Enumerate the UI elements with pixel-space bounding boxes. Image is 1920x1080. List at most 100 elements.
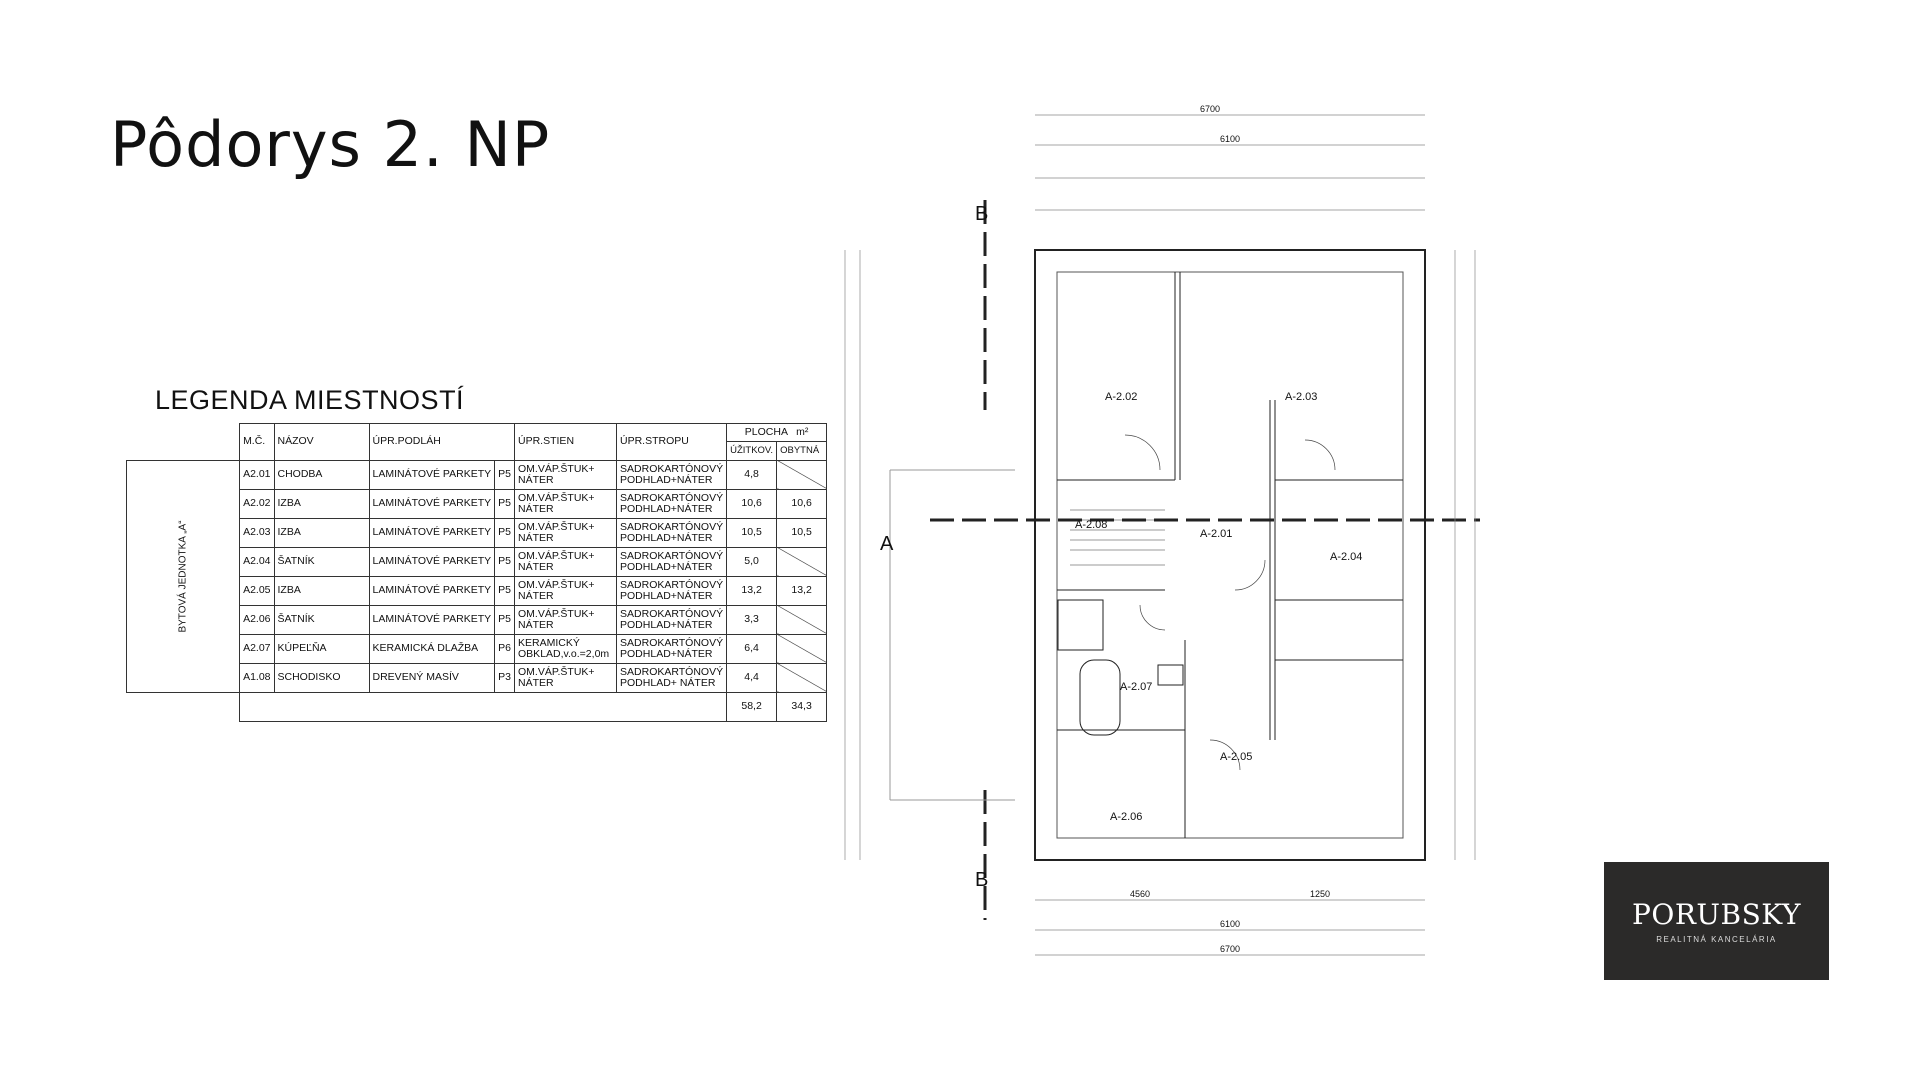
ceiling-finish: SADROKARTÓNOVÝ PODHLAD+NÁTER <box>616 546 728 577</box>
room-number: A2.06 <box>239 604 275 635</box>
floor-finish: LAMINÁTOVÉ PARKETY <box>368 517 496 548</box>
header-mc: M.Č. <box>239 423 275 461</box>
plocha-label: PLOCHA <box>744 426 788 438</box>
plocha-unit: m² <box>796 426 809 438</box>
floor-code: P5 <box>494 459 516 490</box>
floor-finish: LAMINÁTOVÉ PARKETY <box>368 604 496 635</box>
total-obytna: 34,3 <box>776 691 828 722</box>
wall-finish: KERAMICKÝ OBKLAD,v.o.=2,0m <box>514 633 618 664</box>
ceiling-finish: SADROKARTÓNOVÝ PODHLAD+NÁTER <box>616 488 728 519</box>
living-area <box>776 459 828 490</box>
outer-walls-inner <box>1056 271 1404 839</box>
section-mark-b-bottom: B <box>975 869 988 891</box>
floor-code: P3 <box>494 662 516 693</box>
floor-finish: LAMINÁTOVÉ PARKETY <box>368 575 496 606</box>
wall-finish: OM.VÁP.ŠTUK+ NÁTER <box>514 604 618 635</box>
ceiling-finish: SADROKARTÓNOVÝ PODHLAD+NÁTER <box>616 633 728 664</box>
room-name: ŠATNÍK <box>273 604 370 635</box>
wall-finish: OM.VÁP.ŠTUK+ NÁTER <box>514 575 618 606</box>
ceiling-finish: SADROKARTÓNOVÝ PODHLAD+NÁTER <box>616 517 728 548</box>
floor-finish: LAMINÁTOVÉ PARKETY <box>368 459 496 490</box>
dim-label: 6700 <box>1220 944 1240 954</box>
usable-area: 10,6 <box>726 488 778 519</box>
header-stien: ÚPR.STIEN <box>514 423 618 461</box>
legend-subheader-row: ÚŽITKOV. OBYTNÁ <box>127 441 828 461</box>
room-number: A2.05 <box>239 575 275 606</box>
room-name: ŠATNÍK <box>273 546 370 577</box>
outer-walls <box>1034 249 1426 861</box>
ceiling-finish: SADROKARTÓNOVÝ PODHLAD+NÁTER <box>616 575 728 606</box>
wall-finish: OM.VÁP.ŠTUK+ NÁTER <box>514 488 618 519</box>
page-title: Pôdorys 2. NP <box>110 108 551 181</box>
dim-label: 4560 <box>1130 889 1150 899</box>
legend-heading: LEGENDA MIESTNOSTÍ <box>155 385 465 415</box>
floor-finish: DREVENÝ MASÍV <box>368 662 496 693</box>
ceiling-finish: SADROKARTÓNOVÝ PODHLAD+NÁTER <box>616 459 728 490</box>
legend-header-row: M.Č. NÁZOV ÚPR.PODLÁH ÚPR.STIEN ÚPR.STRO… <box>127 423 828 461</box>
header-nazov: NÁZOV <box>273 423 370 461</box>
room-label: A-2.08 <box>1075 519 1107 531</box>
room-label: A-2.02 <box>1105 391 1137 403</box>
room-name: CHODBA <box>273 459 370 490</box>
header-podlah: ÚPR.PODLÁH <box>368 423 516 461</box>
dim-label: 6100 <box>1220 919 1240 929</box>
wall-finish: OM.VÁP.ŠTUK+ NÁTER <box>514 662 618 693</box>
floor-code: P5 <box>494 488 516 519</box>
section-mark-a: A <box>880 533 894 555</box>
living-area <box>776 662 828 693</box>
wall-finish: OM.VÁP.ŠTUK+ NÁTER <box>514 546 618 577</box>
living-area: 10,5 <box>776 517 828 548</box>
room-label: A-2.04 <box>1330 551 1362 563</box>
unit-side-text: BYTOVÁ JEDNOTKA „A“ <box>177 519 189 633</box>
room-number: A2.04 <box>239 546 275 577</box>
logo-name: PORUBSKY <box>1632 898 1801 931</box>
ceiling-finish: SADROKARTÓNOVÝ PODHLAD+ NÁTER <box>616 662 728 693</box>
floor-code: P5 <box>494 575 516 606</box>
floor-finish: LAMINÁTOVÉ PARKETY <box>368 488 496 519</box>
room-number: A2.03 <box>239 517 275 548</box>
room-legend-table: M.Č. NÁZOV ÚPR.PODLÁH ÚPR.STIEN ÚPR.STRO… <box>125 423 828 722</box>
wall-finish: OM.VÁP.ŠTUK+ NÁTER <box>514 459 618 490</box>
room-name: KÚPEĽŇA <box>273 633 370 664</box>
usable-area: 4,8 <box>726 459 778 490</box>
usable-area: 5,0 <box>726 546 778 577</box>
room-label: A-2.03 <box>1285 391 1317 403</box>
room-name: IZBA <box>273 517 370 548</box>
header-stropu: ÚPR.STROPU <box>616 423 728 461</box>
usable-area: 10,5 <box>726 517 778 548</box>
room-number: A1.08 <box>239 662 275 693</box>
usable-area: 4,4 <box>726 662 778 693</box>
dim-label: 1250 <box>1310 889 1330 899</box>
floor-plan-drawing: A-2.02 A-2.03 A-2.08 A-2.01 A-2.04 A-2.0… <box>844 104 1480 956</box>
floor-code: P5 <box>494 546 516 577</box>
room-number: A2.02 <box>239 488 275 519</box>
dim-label: 6100 <box>1220 134 1240 144</box>
floor-code: P6 <box>494 633 516 664</box>
floor-code: P5 <box>494 517 516 548</box>
section-mark-b-top: B <box>975 203 988 225</box>
header-uzitkov: ÚŽITKOV. <box>726 441 778 461</box>
room-number: A2.01 <box>239 459 275 490</box>
room-label: A-2.01 <box>1200 528 1232 540</box>
header-plocha: PLOCHA m² <box>726 423 828 442</box>
room-name: IZBA <box>273 488 370 519</box>
room-label: A-2.06 <box>1110 811 1142 823</box>
logo-subtitle: REALITNÁ KANCELÁRIA <box>1656 935 1777 944</box>
total-uzitkov: 58,2 <box>726 691 778 722</box>
dim-label: 6700 <box>1200 104 1220 114</box>
floor-finish: KERAMICKÁ DLAŽBA <box>368 633 496 664</box>
ceiling-finish: SADROKARTÓNOVÝ PODHLAD+NÁTER <box>616 604 728 635</box>
usable-area: 13,2 <box>726 575 778 606</box>
room-label: A-2.07 <box>1120 681 1152 693</box>
plan-labels: A-2.02 A-2.03 A-2.08 A-2.01 A-2.04 A-2.0… <box>880 104 1362 954</box>
floor-code: P5 <box>494 604 516 635</box>
room-label: A-2.05 <box>1220 751 1252 763</box>
usable-area: 3,3 <box>726 604 778 635</box>
usable-area: 6,4 <box>726 633 778 664</box>
